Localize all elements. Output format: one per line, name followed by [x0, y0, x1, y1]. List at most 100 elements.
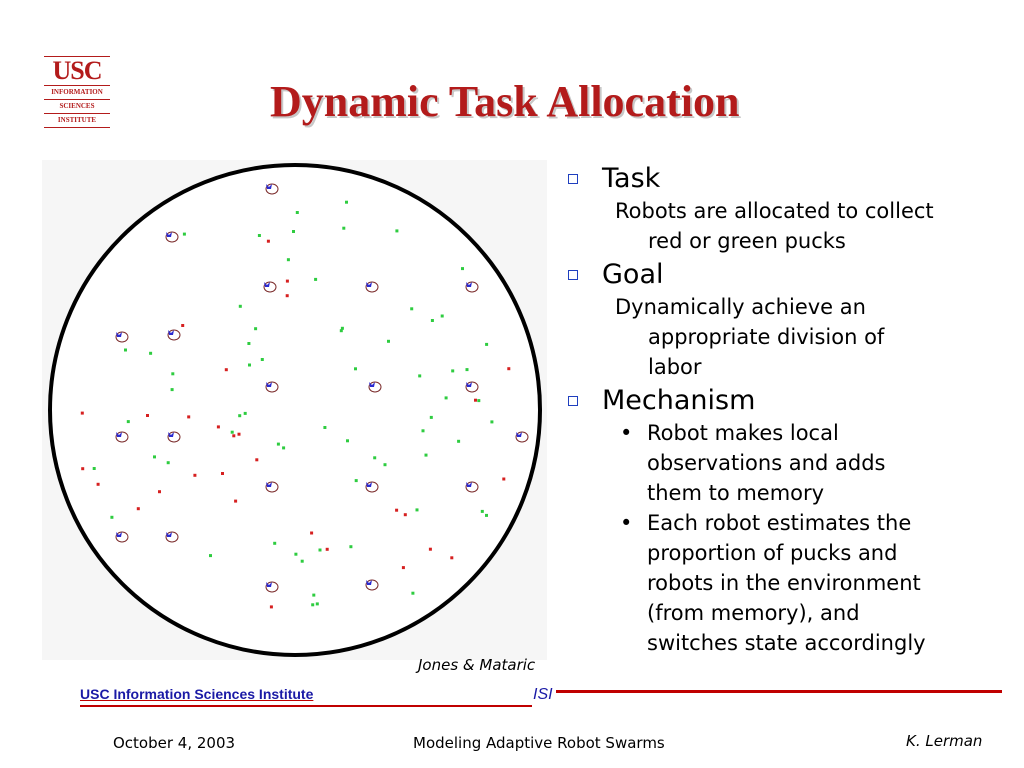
- red-puck: [136, 507, 140, 511]
- robot-icon: [515, 431, 529, 443]
- robot-icon: [465, 481, 479, 493]
- red-puck: [325, 547, 329, 551]
- red-puck: [232, 434, 236, 438]
- green-puck: [485, 513, 488, 517]
- robot-icon: [115, 431, 129, 443]
- footer-talk-title: Modeling Adaptive Robot Swarms: [413, 734, 665, 752]
- green-puck: [110, 515, 114, 519]
- arena-figure: [42, 160, 547, 660]
- green-puck: [149, 351, 153, 355]
- green-puck: [292, 230, 295, 233]
- green-puck: [247, 342, 251, 345]
- green-puck: [440, 314, 444, 318]
- red-puck: [96, 482, 100, 486]
- green-puck: [254, 327, 258, 331]
- red-puck: [285, 279, 289, 283]
- red-puck: [507, 367, 511, 371]
- red-puck: [403, 513, 407, 517]
- red-puck: [401, 566, 405, 570]
- footer-rule-right: [556, 690, 1002, 693]
- mechanism-item-2: • Each robot estimates the proportion of…: [566, 508, 1016, 658]
- bullet-task: Task: [566, 162, 1016, 196]
- green-puck: [354, 479, 358, 483]
- red-puck: [502, 477, 506, 481]
- green-puck: [465, 368, 469, 372]
- green-puck: [248, 363, 251, 367]
- red-puck: [395, 508, 399, 512]
- footer-rule-left: [80, 705, 532, 707]
- robot-icon: [115, 531, 129, 543]
- green-puck: [461, 267, 464, 271]
- logo-line-1: INFORMATION: [51, 88, 103, 96]
- slide-title: Dynamic Task Allocation: [270, 77, 740, 126]
- green-puck: [230, 430, 234, 434]
- green-puck: [345, 200, 348, 204]
- figure-credit: Jones & Mataric: [418, 656, 536, 674]
- robot-icon: [465, 381, 479, 393]
- robot-icon: [265, 481, 279, 493]
- bullet-mechanism-label: Mechanism: [602, 385, 756, 416]
- red-puck: [450, 556, 454, 560]
- red-puck: [237, 432, 241, 436]
- green-puck: [342, 226, 346, 230]
- green-puck: [387, 339, 390, 343]
- green-puck: [238, 304, 242, 308]
- mechanism-item-1: • Robot makes local observations and add…: [566, 418, 1016, 508]
- green-puck: [170, 388, 174, 392]
- green-puck: [383, 463, 387, 467]
- footer-isi: ISI: [533, 686, 553, 703]
- green-puck: [485, 342, 489, 346]
- green-puck: [395, 229, 399, 233]
- square-bullet-icon: [568, 270, 578, 280]
- robot-icon: [265, 581, 279, 593]
- red-puck: [428, 547, 432, 551]
- green-puck: [451, 369, 455, 373]
- red-puck: [193, 473, 197, 477]
- red-puck: [269, 605, 273, 609]
- robot-icon: [265, 381, 279, 393]
- bullet-goal-label: Goal: [602, 259, 664, 290]
- robot-icon: [368, 381, 382, 393]
- green-puck: [126, 420, 130, 424]
- red-puck: [80, 411, 84, 415]
- round-bullet-icon: •: [620, 421, 633, 445]
- green-puck: [243, 411, 247, 415]
- red-puck: [310, 531, 314, 535]
- bullet-goal: Goal: [566, 258, 1016, 292]
- arena-boundary: [48, 163, 542, 657]
- green-puck: [124, 348, 127, 352]
- green-puck: [286, 258, 290, 262]
- red-puck: [216, 425, 220, 429]
- red-puck: [187, 415, 191, 419]
- square-bullet-icon: [568, 174, 578, 184]
- bullet-goal-text: Dynamically achieve an appropriate divis…: [615, 295, 885, 379]
- green-puck: [444, 396, 448, 400]
- red-puck: [474, 398, 477, 402]
- robot-icon: [167, 431, 181, 443]
- robot-icon: [265, 183, 279, 195]
- green-puck: [209, 554, 212, 558]
- red-puck: [181, 324, 185, 327]
- robot-icon: [115, 331, 129, 343]
- green-puck: [418, 374, 422, 378]
- green-puck: [480, 509, 484, 513]
- round-bullet-icon: •: [620, 511, 633, 535]
- green-puck: [318, 548, 322, 552]
- green-puck: [429, 415, 433, 419]
- green-puck: [421, 429, 425, 433]
- green-puck: [153, 455, 156, 459]
- green-puck: [311, 603, 315, 607]
- green-puck: [257, 234, 261, 237]
- logo-mark: USC: [52, 56, 102, 85]
- green-puck: [430, 319, 434, 322]
- green-puck: [354, 367, 357, 371]
- green-puck: [323, 426, 327, 429]
- green-puck: [282, 446, 286, 450]
- bullet-mechanism: Mechanism: [566, 384, 1016, 418]
- red-puck: [81, 467, 85, 471]
- red-puck: [146, 414, 149, 417]
- green-puck: [238, 414, 242, 418]
- bullet-list: Task Robots are allocated to collect red…: [566, 160, 1016, 658]
- green-puck: [315, 602, 319, 606]
- robot-icon: [165, 531, 179, 543]
